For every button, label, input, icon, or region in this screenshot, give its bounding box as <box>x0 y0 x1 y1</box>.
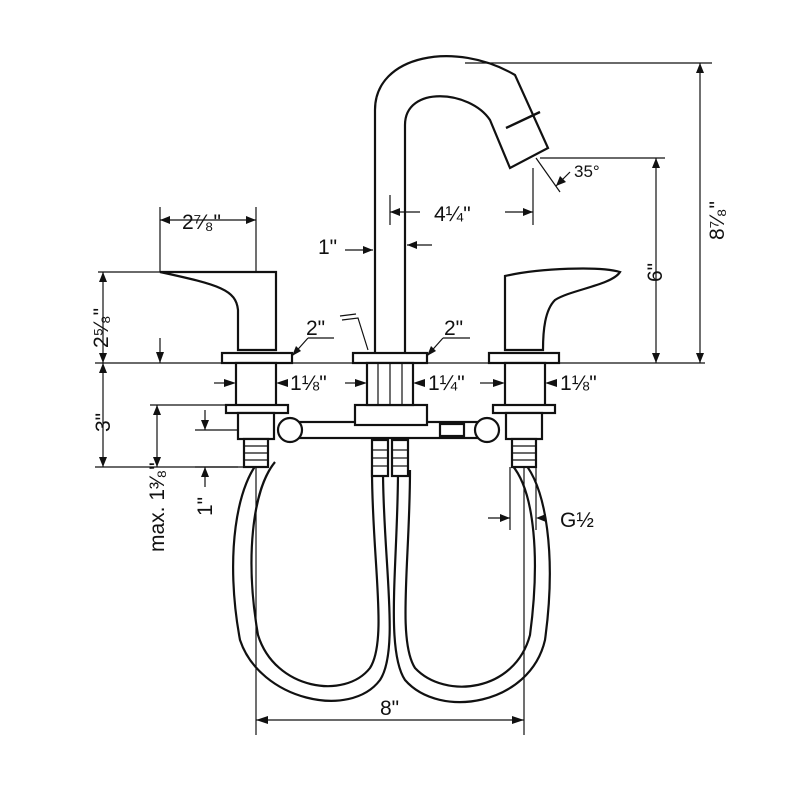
label-below-deck: 3" <box>92 413 115 432</box>
dimension-lines <box>95 62 712 735</box>
hose-left-inner <box>250 461 380 688</box>
label-handle-height: 2⁵⁄₈" <box>90 308 113 348</box>
label-deck-to-top: 8⁷⁄₈" <box>706 201 729 240</box>
hose-left-outer <box>232 454 391 702</box>
label-spout-clearance: 6" <box>644 263 667 282</box>
left-escutcheon <box>220 351 294 365</box>
right-lever <box>503 267 622 352</box>
dimension-labels: 2⁷⁄₈" 2⁵⁄₈" 8⁷⁄₈" 6" 4¼" 35° 1" 2" 2" 1⅛… <box>90 162 729 720</box>
pipe-coupler <box>438 422 466 438</box>
right-handle <box>487 267 622 469</box>
label-shank-center: 1¼" <box>428 372 465 395</box>
label-min-deck: 1" <box>194 497 217 516</box>
spout-gooseneck <box>373 55 550 357</box>
supply-hoses <box>232 454 551 704</box>
label-spread: 8" <box>380 697 399 720</box>
spout-escutcheon <box>351 351 429 365</box>
label-handle-width: 2⁷⁄₈" <box>182 211 221 234</box>
label-escutcheon-left: 2" <box>306 317 325 340</box>
pipe-nut-left <box>276 416 304 444</box>
left-shank <box>234 361 278 409</box>
left-nut <box>224 403 290 415</box>
label-spout-reach: 4¼" <box>434 203 471 226</box>
right-valve <box>504 411 544 441</box>
hose-right-inner <box>404 464 536 688</box>
label-spout-diameter: 1" <box>318 236 337 259</box>
tee-block <box>353 403 429 427</box>
label-spout-angle: 35° <box>574 162 600 181</box>
label-shank-right: 1⅛" <box>560 372 597 395</box>
popup-rod <box>341 317 369 351</box>
left-valve <box>236 411 276 441</box>
left-lever <box>159 270 278 352</box>
label-max-deck: max. 1³⁄₈" <box>146 462 169 552</box>
right-shank <box>503 361 547 409</box>
cross-pipe <box>276 403 501 478</box>
label-shank-left: 1⅛" <box>290 372 327 395</box>
right-nut <box>491 403 557 415</box>
hose-right-outer <box>392 457 551 704</box>
left-handle <box>159 270 294 469</box>
spout <box>339 55 550 407</box>
label-connection: G½ <box>560 509 594 532</box>
right-escutcheon <box>487 351 561 365</box>
label-escutcheon-center: 2" <box>444 317 463 340</box>
pipe-nut-right <box>473 416 501 444</box>
